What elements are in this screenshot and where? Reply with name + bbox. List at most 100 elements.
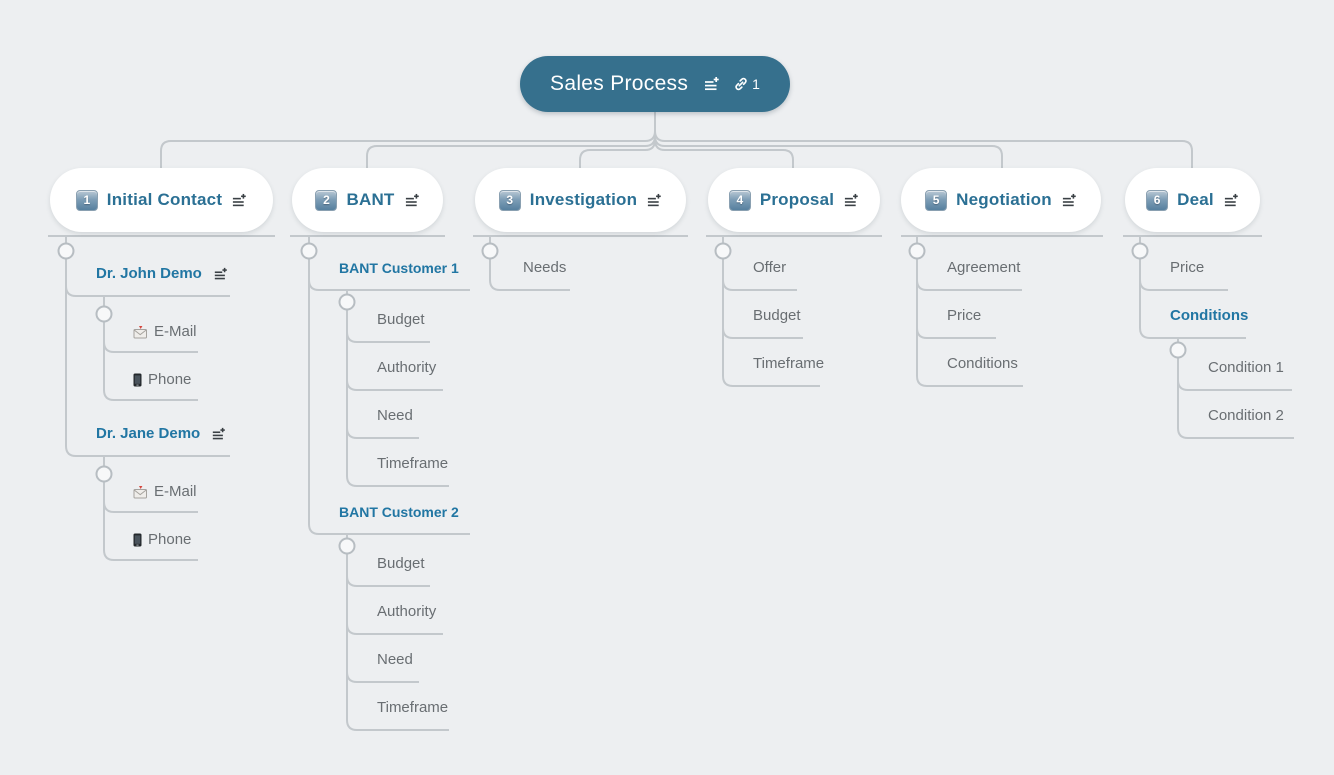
number-badge: 5 xyxy=(925,189,948,211)
number-badge: 2 xyxy=(315,189,338,211)
root-node[interactable]: Sales Process 1 xyxy=(520,56,790,112)
branch-label: Proposal xyxy=(759,190,835,209)
root-connectors xyxy=(160,112,1193,168)
collapse-toggle[interactable] xyxy=(908,242,926,260)
link-icon xyxy=(733,76,749,92)
node-label: Dr. John Demo xyxy=(96,265,202,282)
root-title: Sales Process xyxy=(550,72,689,95)
collapse-toggle[interactable] xyxy=(300,242,318,260)
branch-label: Negotiation xyxy=(956,190,1052,209)
node-label: Budget xyxy=(753,307,801,324)
node-authority[interactable]: Authority xyxy=(377,601,436,623)
node-conditions[interactable]: Conditions xyxy=(1170,305,1248,327)
number-badge: 6 xyxy=(1146,189,1169,211)
node-agreement[interactable]: Agreement xyxy=(947,257,1020,279)
node-budget[interactable]: Budget xyxy=(377,309,425,331)
node-phone[interactable]: Phone xyxy=(133,369,191,391)
node-price[interactable]: Price xyxy=(947,305,981,327)
add-note-icon[interactable] xyxy=(703,76,720,92)
phone-icon xyxy=(133,533,142,547)
node-need[interactable]: Need xyxy=(377,405,413,427)
number-badge: 3 xyxy=(498,189,521,211)
node-label: Price xyxy=(1170,259,1205,276)
node-email[interactable]: E-Mail xyxy=(133,481,197,503)
node-label: Needs xyxy=(523,259,567,276)
add-note-icon[interactable] xyxy=(1223,193,1239,208)
add-note-icon[interactable] xyxy=(213,267,228,281)
number-badge: 1 xyxy=(75,189,98,211)
collapse-toggle[interactable] xyxy=(95,305,113,323)
node-label: Timeframe xyxy=(377,455,449,472)
node-offer[interactable]: Offer xyxy=(753,257,786,279)
collapse-toggle[interactable] xyxy=(338,293,356,311)
node-dr-jane-demo[interactable]: Dr. Jane Demo xyxy=(96,423,226,445)
branch-label: Initial Contact xyxy=(106,190,223,209)
attachment-link[interactable]: 1 xyxy=(733,76,760,92)
node-label: Phone xyxy=(148,531,192,548)
add-note-icon[interactable] xyxy=(646,193,662,208)
node-needs[interactable]: Needs xyxy=(523,257,566,279)
branch-label: Investigation xyxy=(529,190,638,209)
branch-label: BANT xyxy=(346,190,395,209)
node-bant-customer-1[interactable]: BANT Customer 1 xyxy=(339,257,459,279)
node-price[interactable]: Price xyxy=(1170,257,1204,279)
collapse-toggle[interactable] xyxy=(95,465,113,483)
branch-deal[interactable]: 6 Deal xyxy=(1125,168,1260,232)
node-conditions[interactable]: Conditions xyxy=(947,353,1018,375)
branch-negotiation[interactable]: 5 Negotiation xyxy=(901,168,1101,232)
node-label: Agreement xyxy=(947,259,1021,276)
link-count: 1 xyxy=(752,76,760,92)
add-note-icon[interactable] xyxy=(1061,193,1077,208)
node-email[interactable]: E-Mail xyxy=(133,321,197,343)
node-timeframe[interactable]: Timeframe xyxy=(377,697,448,719)
node-budget[interactable]: Budget xyxy=(753,305,801,327)
node-phone[interactable]: Phone xyxy=(133,529,191,551)
node-label: Phone xyxy=(148,371,192,388)
node-label: Timeframe xyxy=(377,699,449,716)
collapse-toggle[interactable] xyxy=(481,242,499,260)
node-label: BANT Customer 2 xyxy=(339,504,459,520)
node-dr-john-demo[interactable]: Dr. John Demo xyxy=(96,263,228,285)
node-label: Offer xyxy=(753,259,787,276)
node-label: Price xyxy=(947,307,982,324)
email-icon xyxy=(133,325,148,339)
node-label: Condition 2 xyxy=(1208,407,1284,424)
collapse-toggle[interactable] xyxy=(57,242,75,260)
node-timeframe[interactable]: Timeframe xyxy=(377,453,448,475)
node-label: BANT Customer 1 xyxy=(339,260,459,276)
branch-proposal[interactable]: 4 Proposal xyxy=(708,168,880,232)
branch-investigation[interactable]: 3 Investigation xyxy=(475,168,686,232)
collapse-toggle[interactable] xyxy=(338,537,356,555)
add-note-icon[interactable] xyxy=(843,193,859,208)
node-condition-1[interactable]: Condition 1 xyxy=(1208,357,1284,379)
node-label: Budget xyxy=(377,311,425,328)
node-condition-2[interactable]: Condition 2 xyxy=(1208,405,1284,427)
node-budget[interactable]: Budget xyxy=(377,553,425,575)
node-label: Timeframe xyxy=(753,355,825,372)
node-label: E-Mail xyxy=(154,483,197,500)
node-label: Authority xyxy=(377,359,437,376)
node-timeframe[interactable]: Timeframe xyxy=(753,353,824,375)
collapse-toggle[interactable] xyxy=(1131,242,1149,260)
node-bant-customer-2[interactable]: BANT Customer 2 xyxy=(339,501,459,523)
node-label: Authority xyxy=(377,603,437,620)
branch-label: Deal xyxy=(1177,190,1214,209)
branch-bant[interactable]: 2 BANT xyxy=(292,168,443,232)
add-note-icon[interactable] xyxy=(231,193,247,208)
add-note-icon[interactable] xyxy=(404,193,420,208)
node-label: Budget xyxy=(377,555,425,572)
node-label: Need xyxy=(377,651,413,668)
add-note-icon[interactable] xyxy=(211,427,226,441)
collapse-toggle[interactable] xyxy=(714,242,732,260)
collapse-handles xyxy=(57,242,1187,555)
node-authority[interactable]: Authority xyxy=(377,357,436,379)
node-label: Condition 1 xyxy=(1208,359,1284,376)
collapse-toggle[interactable] xyxy=(1169,341,1187,359)
phone-icon xyxy=(133,373,142,387)
node-label: Conditions xyxy=(947,355,1018,372)
branch-initial-contact[interactable]: 1 Initial Contact xyxy=(50,168,273,232)
node-label: E-Mail xyxy=(154,323,197,340)
number-badge: 4 xyxy=(728,189,751,211)
node-need[interactable]: Need xyxy=(377,649,413,671)
